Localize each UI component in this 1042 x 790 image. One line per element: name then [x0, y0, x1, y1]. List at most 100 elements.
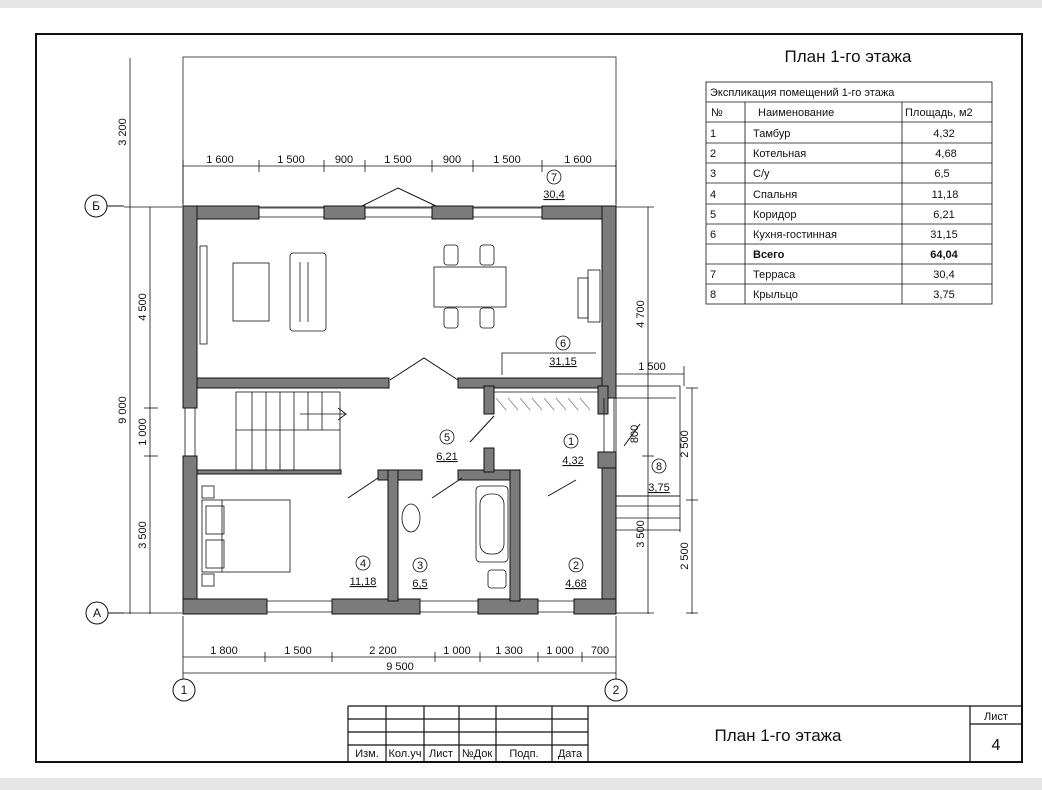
- explication-row-number: 1: [710, 128, 716, 140]
- explication-header-name: Наименование: [758, 107, 834, 119]
- dim-top-5: 900: [443, 154, 461, 166]
- axis-row-b: Б: [92, 199, 100, 213]
- room-2-number: 2: [573, 560, 579, 572]
- dims-right: 4 700 3 500 1 500 800 2 500 2 500: [629, 300, 691, 570]
- explication-row-name: Тамбур: [753, 128, 790, 140]
- walls: [182, 205, 617, 615]
- dims-top: 1 600 1 500 900 1 500 900 1 500 1 600: [206, 154, 592, 166]
- dims-bottom: 1 800 1 500 2 200 1 000 1 300 1 000 700 …: [210, 645, 609, 673]
- explication-row-name: Коридор: [753, 209, 796, 221]
- explication-total-area: 64,04: [930, 249, 958, 261]
- room-4-area: 11,18: [350, 576, 377, 588]
- dim-right-1: 4 700: [635, 300, 647, 328]
- explication-header-number: №: [711, 107, 723, 119]
- wardrobe: [494, 391, 598, 411]
- dim-top-7: 1 600: [564, 154, 592, 166]
- explication-row-number: 4: [710, 189, 716, 201]
- title-block: Изм. Кол.уч Лист №Док Подп. Дата Лист Пл…: [347, 705, 1022, 762]
- room-3-area: 6,5: [412, 578, 427, 590]
- room-6-number: 6: [560, 338, 566, 350]
- dim-left-inner-1: 4 500: [137, 293, 149, 321]
- explication-table: Экспликация помещений 1-го этажа № Наиме…: [705, 81, 993, 305]
- explication-row-name: Котельная: [753, 148, 806, 160]
- room-5-area: 6,21: [436, 451, 457, 463]
- dim-left-inner-3: 3 500: [137, 521, 149, 549]
- explication-row-area: 6,21: [933, 209, 954, 221]
- explication-row-number: 8: [710, 289, 716, 301]
- dimension-lines: [124, 58, 698, 680]
- room-6-area: 31,15: [549, 356, 577, 368]
- dim-left-inner-2: 1 000: [137, 418, 149, 446]
- dim-left-outer-2: 9 000: [117, 396, 129, 424]
- dim-bottom-total: 9 500: [386, 661, 414, 673]
- stairs: [235, 391, 348, 471]
- axis-col-2: 2: [613, 683, 620, 697]
- axis-markers: [84, 194, 628, 702]
- dim-bottom-2: 1 500: [284, 645, 312, 657]
- stamp-label-count: Кол.уч: [389, 748, 422, 760]
- room-2-area: 4,68: [565, 578, 586, 590]
- explication-title: Экспликация помещений 1-го этажа: [710, 87, 895, 99]
- axis-col-1: 1: [181, 683, 188, 697]
- stamp-label-sheet: Лист: [429, 748, 453, 760]
- room-8-number: 8: [656, 461, 662, 473]
- dim-porch-2500-lower: 2 500: [679, 542, 691, 570]
- explication-row-area: 11,18: [932, 189, 959, 201]
- dim-porch-width: 1 500: [638, 361, 666, 373]
- plan-title: План 1-го этажа: [784, 47, 912, 66]
- dim-porch-2500-upper: 2 500: [679, 430, 691, 458]
- explication-row-area: 31,15: [930, 229, 958, 241]
- explication-row-number: 3: [710, 168, 716, 180]
- explication-row-name: Кухня-гостинная: [753, 229, 837, 241]
- stamp-label-change: Изм.: [355, 748, 379, 760]
- stamp-label-sign: Подп.: [509, 748, 538, 760]
- stamp-label-doc: №Док: [462, 748, 492, 760]
- explication-row-area: 4,68: [935, 148, 956, 160]
- explication-row-name: Терраса: [753, 269, 796, 281]
- explication-row-number: 6: [710, 229, 716, 241]
- furniture: [199, 244, 601, 589]
- stamp-title: План 1-го этажа: [714, 726, 842, 745]
- explication-row-area: 3,75: [933, 289, 954, 301]
- explication-row-number: 7: [710, 269, 716, 281]
- axis-row-a: А: [93, 606, 101, 620]
- stamp-sheet-number: 4: [992, 737, 1001, 754]
- room-7-area: 30,4: [543, 189, 564, 201]
- room-markers: [355, 169, 667, 573]
- dims-left: 3 200 9 000 4 500 1 000 3 500: [117, 118, 149, 549]
- axis-labels: Б А 1 2: [92, 199, 620, 697]
- explication-row-name: С/у: [753, 168, 770, 180]
- explication-row-area: 30,4: [933, 269, 954, 281]
- room-7-number: 7: [551, 172, 557, 184]
- stamp-label-date: Дата: [558, 748, 583, 760]
- explication-row-name: Крыльцо: [753, 289, 798, 301]
- room-1-area: 4,32: [562, 455, 583, 467]
- dim-bottom-5: 1 300: [495, 645, 523, 657]
- paper: [0, 8, 1042, 778]
- dim-bottom-4: 1 000: [443, 645, 471, 657]
- room-4-number: 4: [360, 558, 366, 570]
- dim-bottom-1: 1 800: [210, 645, 238, 657]
- sheet-frame: [35, 33, 1023, 763]
- explication-row-area: 6,5: [934, 168, 949, 180]
- stamp-sheet-label: Лист: [984, 711, 1008, 723]
- dim-porch-800: 800: [629, 425, 641, 443]
- terrace: [182, 56, 617, 208]
- dim-top-4: 1 500: [384, 154, 412, 166]
- room-5-number: 5: [444, 432, 450, 444]
- explication-row-area: 4,32: [933, 128, 954, 140]
- room-labels: 7 30,4 6 31,15 5 6,21 1 4,32 8 3,75 4 11…: [350, 172, 670, 590]
- doors: [347, 187, 641, 499]
- explication-row-number: 5: [710, 209, 716, 221]
- room-8-area: 3,75: [648, 482, 669, 494]
- room-3-number: 3: [417, 560, 423, 572]
- explication-row-number: 2: [710, 148, 716, 160]
- dim-right-2: 3 500: [635, 520, 647, 548]
- dim-top-2: 1 500: [277, 154, 305, 166]
- explication-total-label: Всего: [753, 249, 785, 261]
- dim-top-1: 1 600: [206, 154, 234, 166]
- dim-bottom-7: 700: [591, 645, 609, 657]
- explication-row-name: Спальня: [753, 189, 797, 201]
- dim-bottom-3: 2 200: [369, 645, 397, 657]
